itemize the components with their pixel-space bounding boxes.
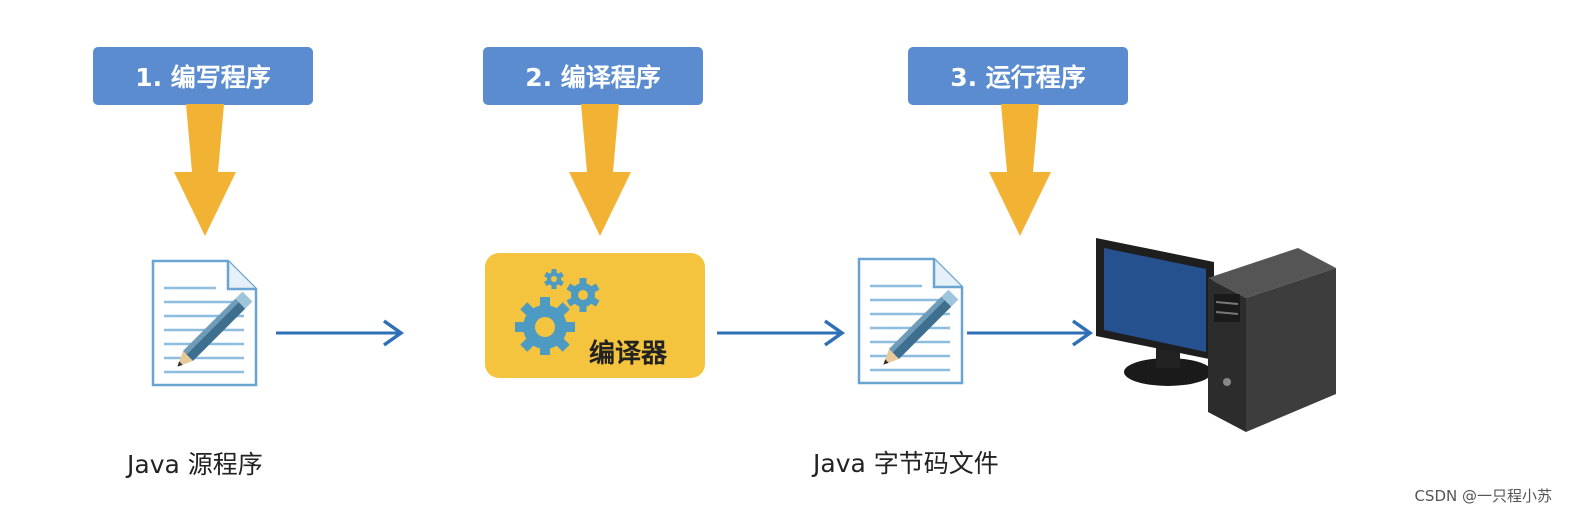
step-run-program: 3. 运行程序 xyxy=(908,47,1128,105)
step-compile-program: 2. 编译程序 xyxy=(483,47,703,105)
compiler-box: 编译器 xyxy=(485,253,705,378)
down-arrow-icon xyxy=(989,104,1051,236)
down-arrow-icon xyxy=(569,104,631,236)
flow-arrow-icon xyxy=(276,319,405,347)
bytecode-document-icon xyxy=(857,257,964,385)
flow-arrow-icon xyxy=(717,319,846,347)
bytecode-caption: Java 字节码文件 xyxy=(813,449,999,478)
watermark: CSDN @一只程小苏 xyxy=(1414,487,1552,505)
compiler-label: 编译器 xyxy=(589,339,668,369)
source-document-icon xyxy=(151,259,258,387)
gears-icon xyxy=(515,269,600,355)
flow-arrow-icon xyxy=(967,319,1094,347)
source-caption: Java 源程序 xyxy=(127,450,263,479)
step-write-program: 1. 编写程序 xyxy=(93,47,313,105)
desktop-computer-icon xyxy=(1096,238,1336,432)
down-arrow-icon xyxy=(174,104,236,236)
